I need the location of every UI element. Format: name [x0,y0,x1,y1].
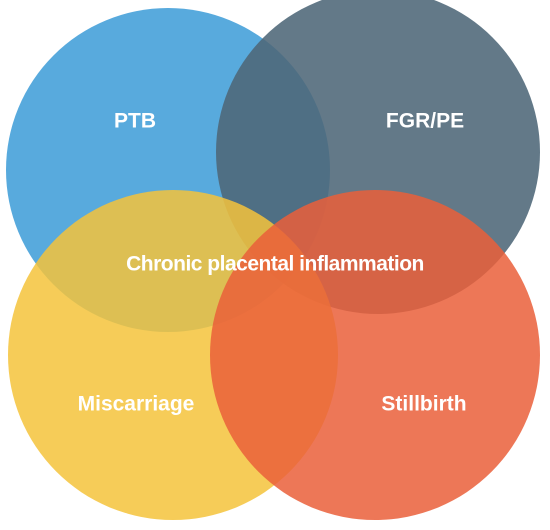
center-label: Chronic placental inflammation [126,253,424,276]
stillbirth-label: Stillbirth [381,393,466,416]
ptb-label: PTB [114,110,156,133]
stillbirth-circle [210,190,540,520]
fgr-pe-label: FGR/PE [386,110,464,133]
miscarriage-label: Miscarriage [78,393,195,416]
